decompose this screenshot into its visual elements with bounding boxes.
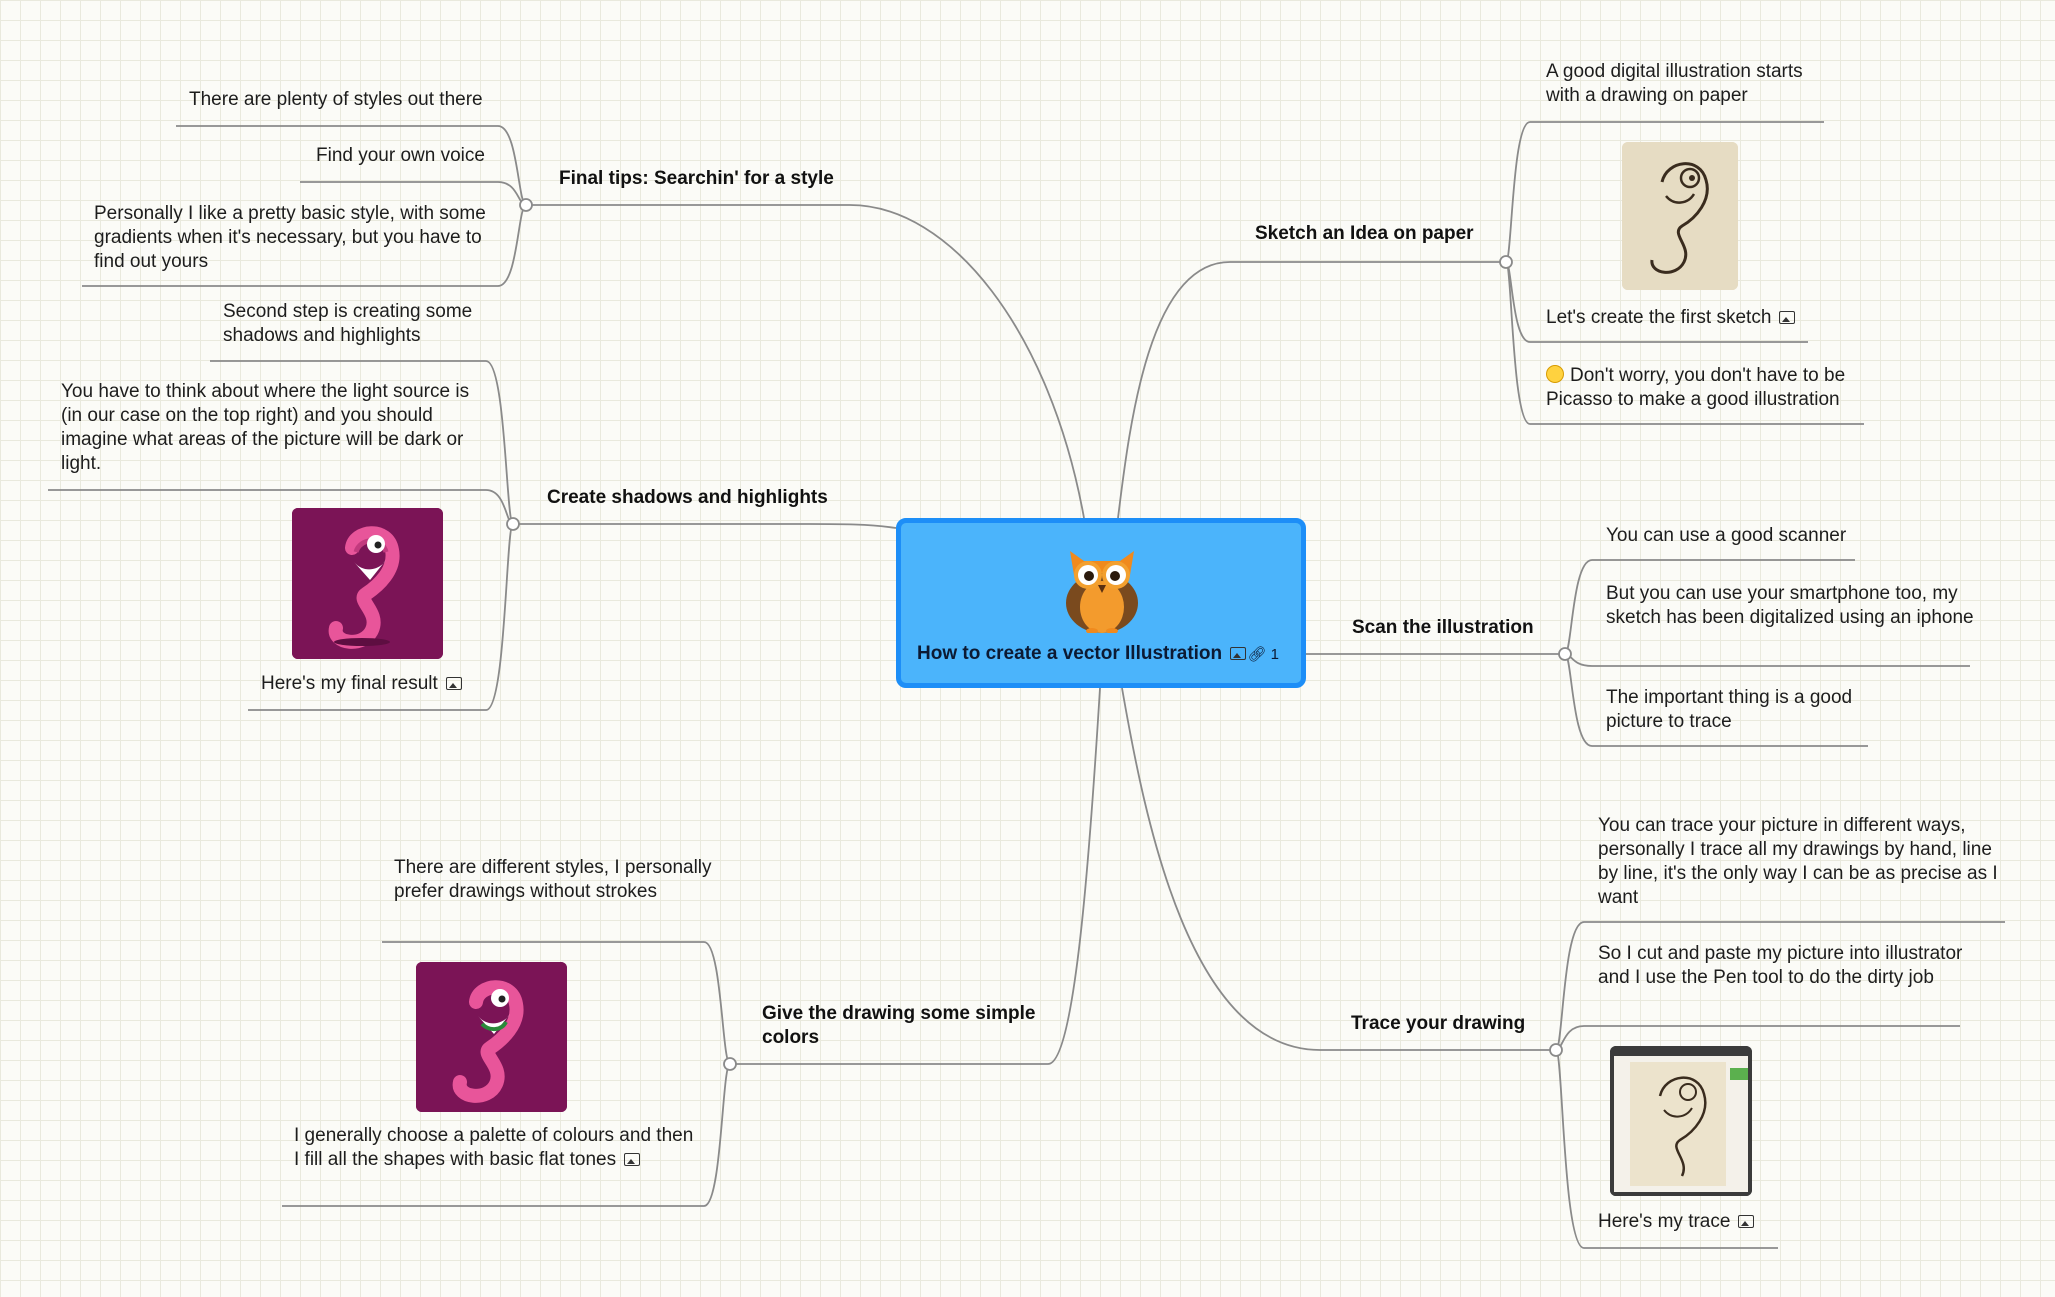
link-icon: 🔗︎ [1247,646,1267,663]
shadows-item-1[interactable]: Second step is creating some shadows and… [223,301,473,346]
junction-style[interactable] [519,198,533,212]
connector-trace [1121,687,1556,1051]
image-icon [445,677,462,691]
junction-shadows[interactable] [506,517,520,531]
sketch-character-icon [1622,142,1738,290]
sketch-item-2[interactable]: Let's create the first sketch [1546,306,1836,330]
colors-item-1[interactable]: There are different styles, I personally… [394,857,712,902]
junction-scan[interactable] [1558,647,1572,661]
branch-trace[interactable]: Trace your drawing [1351,1013,1526,1034]
shadows-image[interactable] [292,508,443,659]
image-icon [1779,311,1796,325]
image-icon [624,1153,641,1167]
style-item-3[interactable]: Personally I like a pretty basic style, … [94,203,486,272]
branch-style[interactable]: Final tips: Searchin' for a style [559,168,834,189]
sketch-item-1[interactable]: A good digital illustration starts with … [1546,61,1803,106]
style-item-1[interactable]: There are plenty of styles out there [189,89,483,110]
style-item-2[interactable]: Find your own voice [316,145,485,166]
smiley-icon [1546,365,1564,383]
pink-character-icon [416,962,567,1112]
trace-item-1[interactable]: You can trace your picture in different … [1598,815,1998,908]
image-icon [1230,647,1247,661]
central-title: How to create a vector Illustration [917,643,1247,665]
pink-character-shaded-icon [292,508,443,659]
branch-shadows[interactable]: Create shadows and highlights [547,487,828,508]
scan-item-1[interactable]: You can use a good scanner [1606,525,1847,546]
central-topic[interactable]: How to create a vector Illustration 🔗︎ 1 [896,518,1306,688]
attachment-count[interactable]: 🔗︎ 1 [1247,646,1279,663]
junction-sketch[interactable] [1499,255,1513,269]
colors-image[interactable] [416,962,567,1112]
owl-icon [1066,551,1138,633]
connector-shadows [513,523,897,529]
branch-colors[interactable]: Give the drawing some simple colors [762,1003,1036,1048]
sketch-image[interactable] [1622,142,1738,290]
branch-sketch[interactable]: Sketch an Idea on paper [1255,223,1474,244]
branch-scan[interactable]: Scan the illustration [1352,617,1534,638]
junction-trace[interactable] [1549,1043,1563,1057]
trace-item-3[interactable]: Here's my trace [1598,1210,1798,1234]
scan-item-3[interactable]: The important thing is a good picture to… [1606,687,1853,732]
sketch-item-3[interactable]: Don't worry, you don't have to be Picass… [1546,365,1846,410]
colors-item-2[interactable]: I generally choose a palette of colours … [294,1125,694,1170]
junction-colors[interactable] [723,1057,737,1071]
image-icon [1738,1215,1755,1229]
trace-image[interactable] [1610,1046,1752,1196]
trace-screenshot-icon [1610,1046,1752,1196]
scan-item-2[interactable]: But you can use your smartphone too, my … [1606,583,1974,628]
shadows-item-2[interactable]: You have to think about where the light … [61,381,470,474]
shadows-item-3[interactable]: Here's my final result [261,672,491,696]
connector-style [526,204,1085,519]
connector-sketch [1117,261,1506,519]
trace-item-2[interactable]: So I cut and paste my picture into illus… [1598,943,1963,988]
connector-colors [730,687,1101,1065]
